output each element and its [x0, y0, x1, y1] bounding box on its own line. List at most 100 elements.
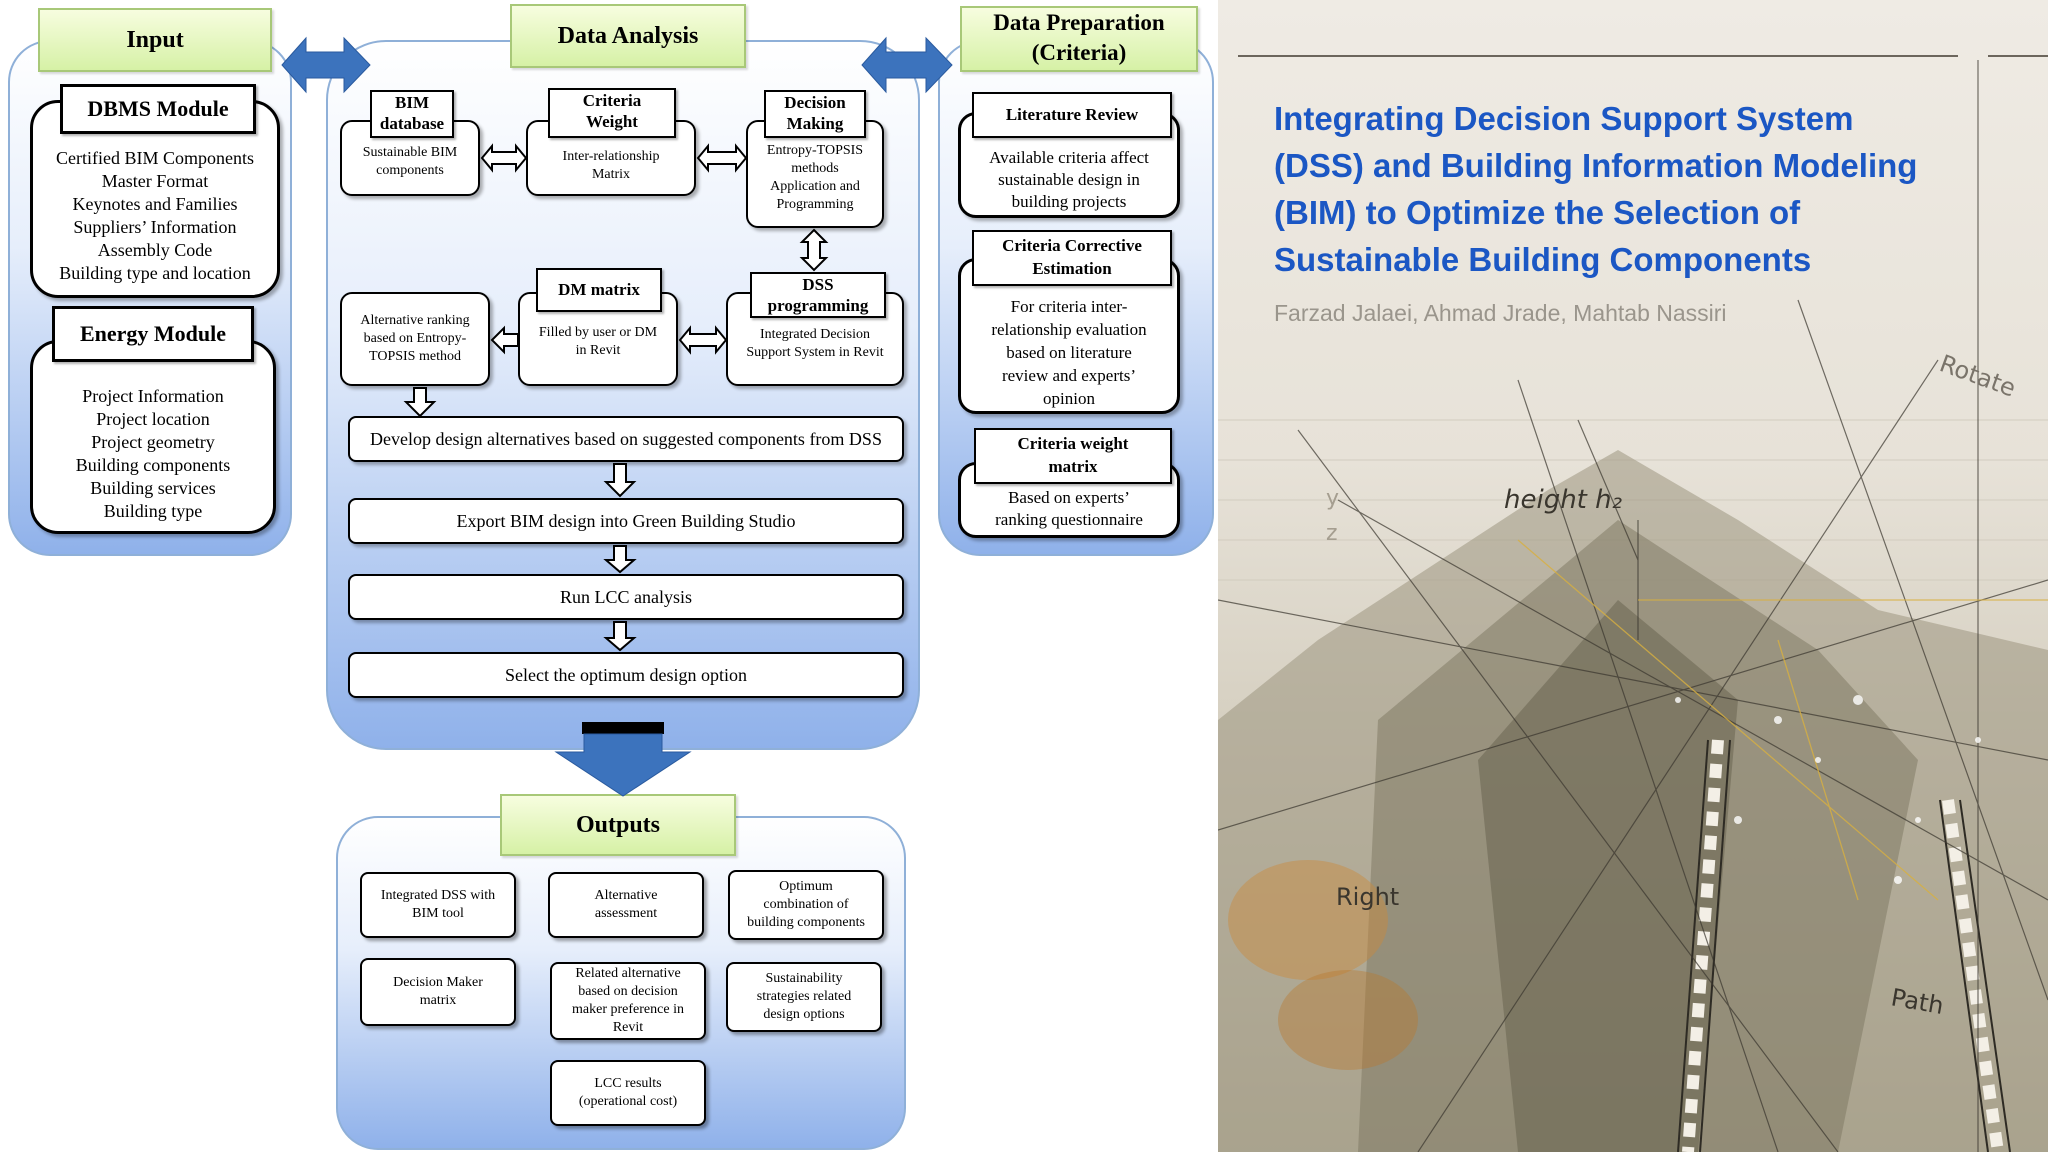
step-develop-alternatives: Develop design alternatives based on sug…: [348, 416, 904, 462]
literature-review-text: Available criteria affect sustainable de…: [961, 147, 1177, 213]
text-line: opinion: [1043, 389, 1095, 408]
title-line: DSS: [802, 275, 834, 294]
criteria-corrective-title: Criteria Corrective Estimation: [972, 230, 1172, 286]
text-line: Inter-relationship: [562, 149, 660, 164]
decision-making-text: Entropy-TOPSIS methods Application and P…: [748, 142, 882, 214]
develop-export-arrow: [603, 463, 637, 498]
text-line: For criteria inter-: [1010, 297, 1128, 316]
text-line: BIM tool: [412, 906, 464, 921]
text-line: based on Entropy-: [363, 331, 467, 346]
data-analysis-tab: Data Analysis: [510, 4, 746, 68]
criteria-weight-text: Inter-relationship Matrix: [528, 148, 694, 184]
dbms-item: Certified BIM Components: [56, 148, 254, 168]
energy-item: Project geometry: [91, 432, 215, 452]
title-line: Criteria Corrective: [1002, 236, 1142, 255]
text-line: sustainable design in: [998, 170, 1140, 189]
decision-making-title: Decision Making: [764, 90, 866, 138]
text-line: Integrated Decision: [759, 327, 870, 342]
text-line: strategies related: [756, 989, 852, 1004]
tab-line-2: (Criteria): [1031, 40, 1127, 65]
dbms-module-title: DBMS Module: [60, 84, 256, 134]
sketch-label-height: height h₂: [1504, 485, 1622, 515]
text-line: relationship evaluation: [991, 320, 1147, 339]
dm-dss-arrow: [678, 325, 728, 355]
text-line: based on decision: [578, 984, 678, 999]
text-line: Application and: [770, 179, 860, 194]
alternative-ranking-text: Alternative ranking based on Entropy- TO…: [360, 312, 469, 366]
bimdb-weight-arrow: [480, 143, 528, 173]
text-line: matrix: [419, 993, 457, 1008]
text-line: Entropy-TOPSIS: [766, 143, 864, 158]
text-line: Filled by user or DM: [538, 325, 658, 340]
energy-module-title: Energy Module: [52, 306, 254, 362]
text-line: in Revit: [575, 343, 621, 358]
text-line: methods: [791, 161, 839, 176]
dss-programming-title: DSS programming: [750, 272, 886, 318]
text-line: components: [376, 163, 444, 178]
title-line: Making: [786, 114, 844, 133]
energy-items: Project Information Project location Pro…: [33, 385, 273, 523]
step-select-optimum: Select the optimum design option: [348, 652, 904, 698]
export-lcc-arrow: [603, 545, 637, 574]
dbms-items: Certified BIM Components Master Format K…: [33, 147, 277, 285]
text-line: combination of: [763, 897, 849, 912]
text-line: Available criteria affect: [989, 148, 1149, 167]
weight-decision-arrow: [696, 143, 748, 173]
step-export-bim: Export BIM design into Green Building St…: [348, 498, 904, 544]
text-line: ranking questionnaire: [995, 510, 1143, 529]
step-run-lcc: Run LCC analysis: [348, 574, 904, 620]
energy-item: Project location: [96, 409, 210, 429]
title-line: Estimation: [1032, 259, 1112, 278]
bim-database-title: BIM database: [370, 90, 454, 138]
dbms-item: Assembly Code: [97, 240, 213, 260]
sketch-label-right: Right: [1336, 883, 1399, 911]
criteria-weight-matrix-text: Based on experts’ ranking questionnaire: [961, 487, 1177, 531]
text-line: building components: [747, 915, 865, 930]
dm-matrix-title: DM matrix: [536, 268, 662, 312]
text-line: Programming: [776, 197, 854, 212]
energy-item: Building components: [75, 455, 231, 475]
text-line: Decision Maker: [393, 975, 483, 990]
text-line: TOPSIS method: [369, 349, 461, 364]
text-line: assessment: [594, 906, 658, 921]
dss-programming-text: Integrated Decision Support System in Re…: [728, 326, 902, 362]
lcc-select-arrow: [603, 621, 637, 652]
literature-review-title: Literature Review: [972, 92, 1172, 138]
paper-authors: Farzad Jalaei, Ahmad Jrade, Mahtab Nassi…: [1274, 300, 1727, 326]
data-preparation-tab: Data Preparation (Criteria): [960, 6, 1198, 72]
energy-item: Building type: [103, 501, 203, 521]
dm-matrix-text: Filled by user or DM in Revit: [520, 324, 676, 360]
alt-develop-arrow: [403, 387, 437, 418]
text-line: review and experts’: [1001, 366, 1137, 385]
diagram-arrows: [281, 36, 953, 797]
energy-item: Building services: [90, 478, 216, 498]
title-line: matrix: [1048, 457, 1098, 476]
decision-making-box: Entropy-TOPSIS methods Application and P…: [746, 120, 884, 228]
input-analysis-double-arrow: [281, 36, 371, 94]
text-line: Integrated DSS with: [380, 888, 496, 903]
output-lcc-results: LCC results(operational cost): [550, 1060, 706, 1126]
text-line: building projects: [1011, 192, 1127, 211]
text-line: Alternative: [594, 888, 658, 903]
title-line: database: [379, 114, 445, 133]
title-line: Weight: [586, 112, 638, 131]
paper-title: Integrating Decision Support System (DSS…: [1274, 100, 1918, 278]
text-line: maker preference in: [572, 1002, 684, 1017]
text-line: Sustainability: [765, 971, 843, 986]
analysis-preparation-double-arrow: [861, 36, 953, 94]
title-line: BIM: [395, 93, 429, 112]
dbms-item: Keynotes and Families: [72, 194, 238, 214]
title-line: Decision: [784, 93, 846, 112]
text-line: (operational cost): [578, 1094, 678, 1109]
dbms-item: Master Format: [101, 171, 209, 191]
dbms-item: Suppliers’ Information: [73, 217, 237, 237]
criteria-weight-title: Criteria Weight: [548, 88, 676, 138]
bim-database-text: Sustainable BIM components: [342, 144, 478, 180]
input-tab: Input: [38, 8, 272, 72]
sketch-label-z: z: [1326, 521, 1338, 546]
text-line: Matrix: [591, 167, 631, 182]
sketch-label-y: y: [1326, 486, 1339, 511]
